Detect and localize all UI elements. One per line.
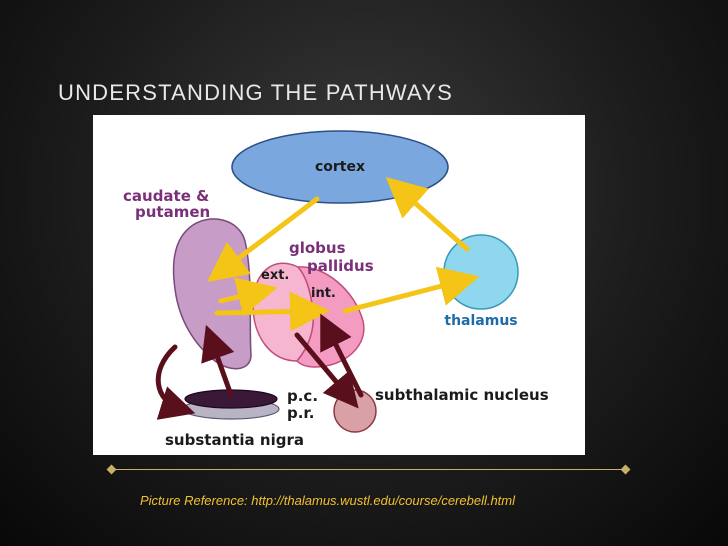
arrow-gp-ext-to-subthalamic (294, 332, 359, 409)
footer-divider-cap-left (106, 464, 117, 475)
globus-int-label: int. (311, 286, 336, 301)
arrow-caudate-to-nigra (155, 344, 196, 420)
nigra-pr-label: p.r. (287, 404, 314, 422)
caudate-label-line2: putamen (135, 203, 210, 221)
arrow-caudate-to-gp-ext (218, 277, 278, 317)
globus-label-line2: pallidus (307, 257, 374, 275)
arrow-thalamus-to-cortex (385, 177, 470, 252)
caudate-label-line1: caudate & (123, 187, 209, 205)
arrow-cortex-to-caudate (207, 196, 320, 283)
arrow-nigra-to-caudate (201, 324, 235, 398)
arrow-caudate-to-gp-int (214, 291, 330, 332)
thalamus-circle (443, 234, 519, 310)
diagram-canvas: cortex caudate & putamen globus pallidus… (123, 130, 549, 449)
picture-reference: Picture Reference: http://thalamus.wustl… (140, 493, 516, 508)
globus-label-line1: globus (289, 239, 346, 257)
cortex-label: cortex (315, 159, 365, 175)
subthalamic-label: subthalamic nucleus (375, 386, 549, 404)
footer-divider (115, 469, 625, 470)
footer-divider-cap-right (620, 464, 631, 475)
nigra-pc-label: p.c. (287, 387, 318, 405)
globus-ext-label: ext. (261, 268, 289, 283)
arrow-subthalamic-to-gp-int (320, 313, 364, 398)
substantia-nigra-label: substantia nigra (165, 431, 304, 449)
slide-title: UNDERSTANDING THE PATHWAYS (58, 80, 454, 105)
arrow-gp-int-to-thalamus (342, 266, 480, 314)
basal-ganglia-diagram: cortex caudate & putamen globus pallidus… (93, 115, 585, 455)
subthalamic-nucleus-circle (333, 389, 377, 433)
thalamus-label: thalamus (444, 313, 517, 329)
